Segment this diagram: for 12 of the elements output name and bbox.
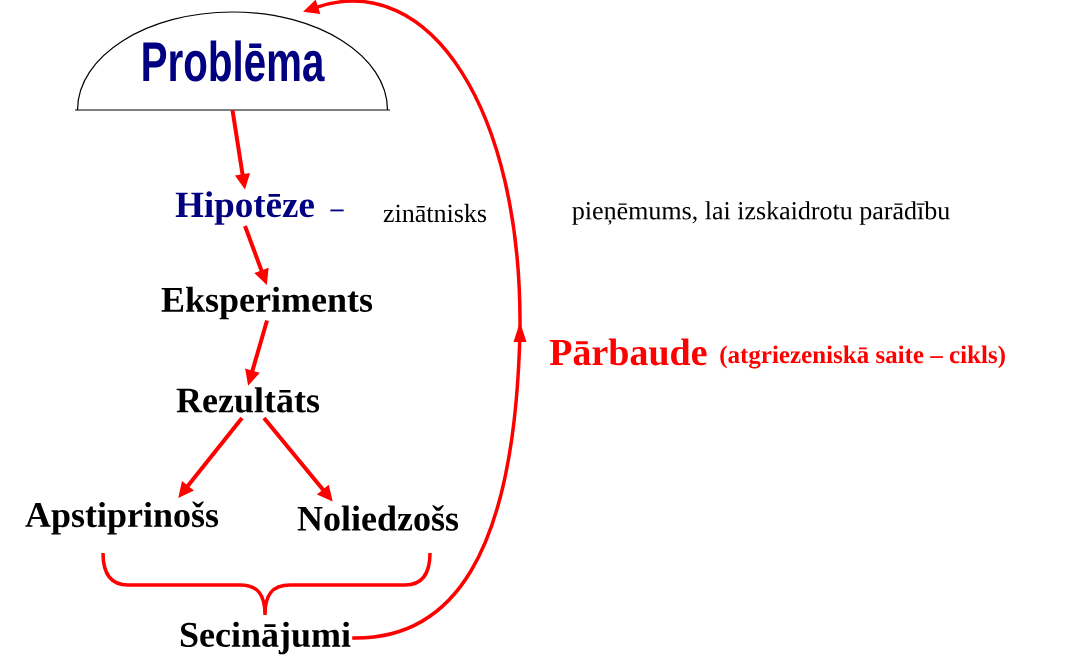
step-label: Eksperiments [161, 286, 373, 320]
dash: – [330, 209, 344, 212]
step-label: Hipotēze [175, 191, 314, 225]
definition-text: zinātnisks [383, 203, 487, 223]
step-label: Secinājumi [180, 621, 351, 655]
step-label: Apstiprinošs [25, 501, 219, 535]
definition-text: pieņēmums, lai izskaidrotu parādību [572, 201, 950, 225]
title-word: Problēma [143, 40, 325, 82]
step-label: Noliedzošs [297, 505, 459, 531]
edge-label: Pārbaude [549, 338, 707, 366]
note-text: (atgriezeniskā saite – cikls) [720, 345, 1005, 369]
step-label: Rezultāts [176, 387, 320, 413]
